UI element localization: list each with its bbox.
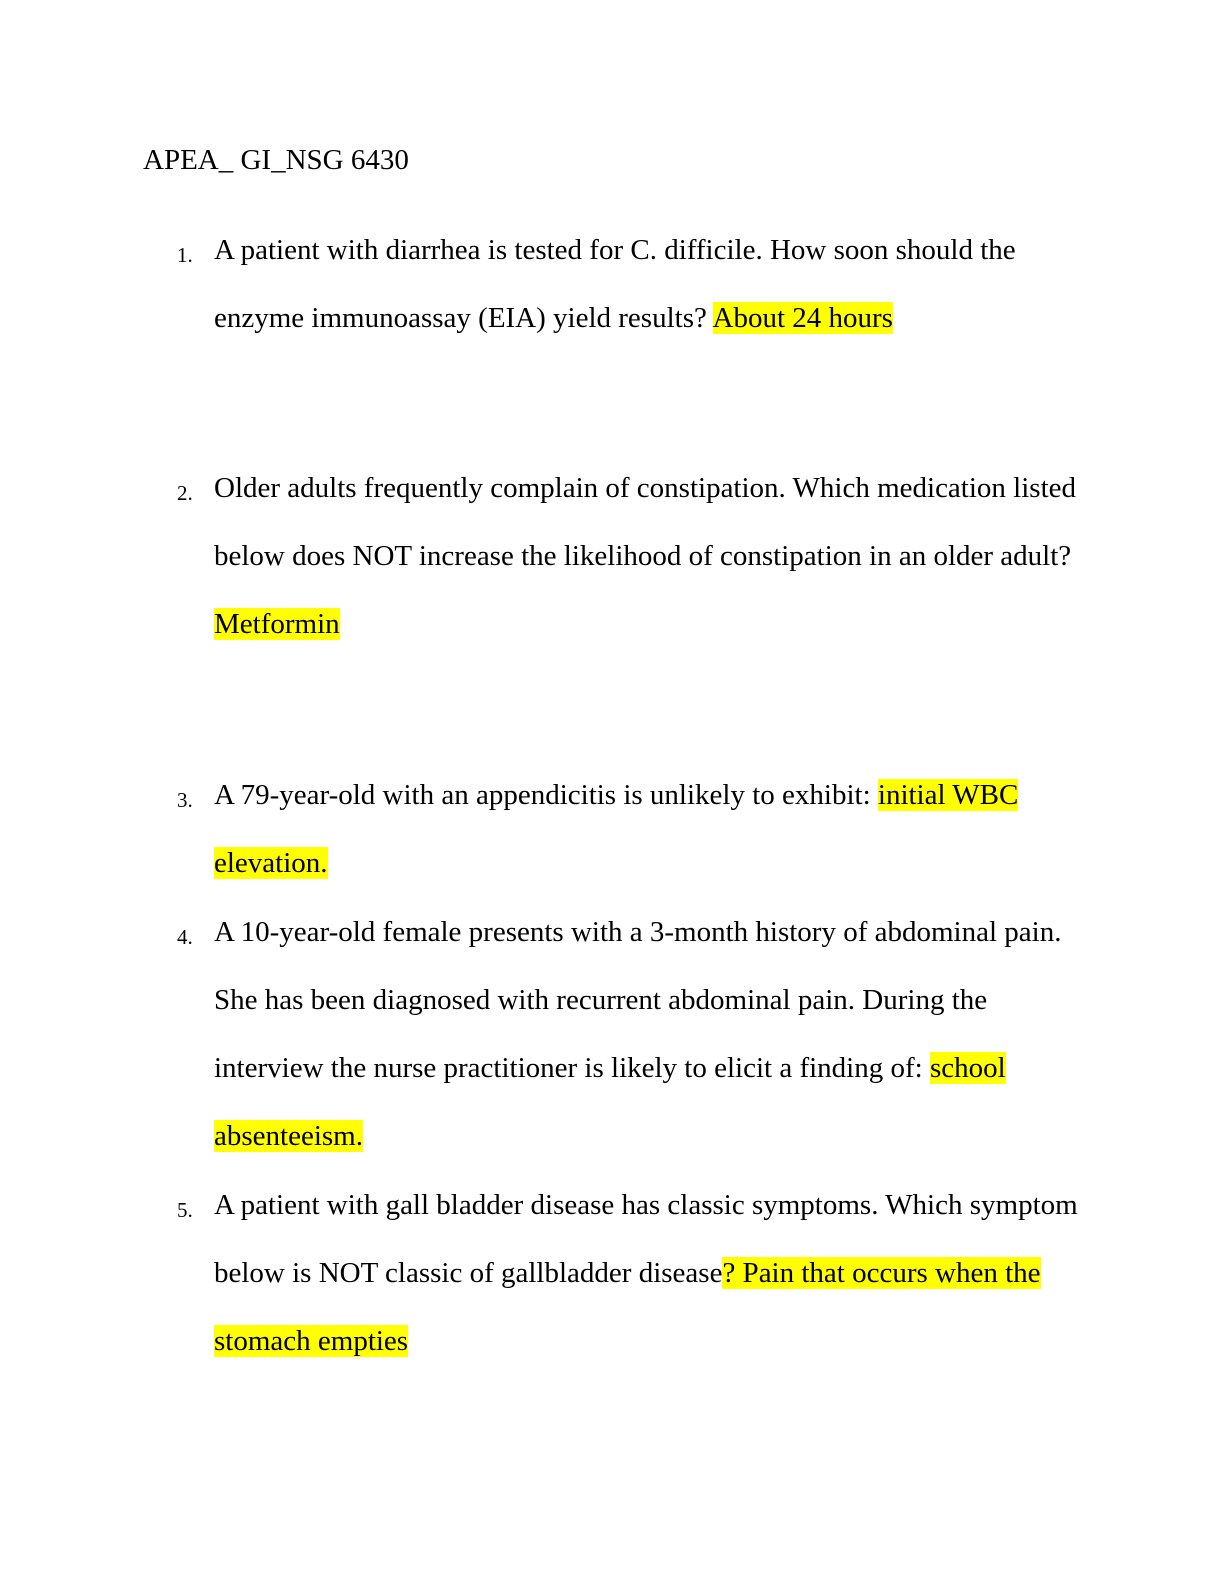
question-prompt: A patient with gall bladder disease has … [214,1189,1078,1289]
question-number: 5. [177,1198,193,1222]
question-text: A patient with diarrhea is tested for C.… [214,216,1094,352]
question-prompt: A 79-year-old with an appendicitis is un… [214,779,878,811]
question-text: Older adults frequently complain of cons… [214,454,1094,658]
question-number: 2. [177,481,193,505]
question-prompt: A 10-year-old female presents with a 3-m… [214,916,1062,1084]
highlighted-answer: About 24 hours [712,302,893,334]
question-text: A 79-year-old with an appendicitis is un… [214,761,1094,897]
question-number: 3. [177,788,193,812]
question-number: 1. [177,243,193,267]
question-number: 4. [177,925,193,949]
question-prompt: A patient with diarrhea is tested for C.… [214,234,1016,334]
question-text: A 10-year-old female presents with a 3-m… [214,898,1094,1170]
highlighted-answer: Metformin [214,608,340,640]
document-title: APEA_ GI_NSG 6430 [143,144,409,176]
question-prompt: Older adults frequently complain of cons… [214,472,1076,572]
question-text: A patient with gall bladder disease has … [214,1171,1094,1375]
